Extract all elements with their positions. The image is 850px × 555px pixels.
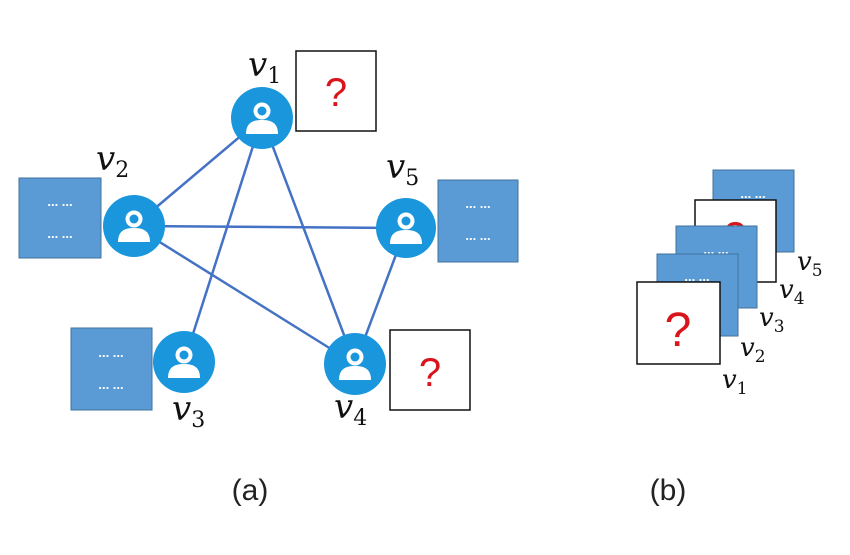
- attr-v4-text: ?: [419, 351, 441, 395]
- node-v1: [231, 87, 293, 149]
- card-label-v4: v4: [779, 275, 805, 309]
- attr-box-v1: ?: [295, 50, 377, 132]
- attr-box-v2: ... ... ... ...: [18, 177, 102, 259]
- attr-box-v5: ... ... ... ...: [437, 179, 519, 263]
- node-v4: [324, 333, 386, 395]
- edge-v2-v4: [133, 224, 356, 366]
- node-label-v1: v1: [248, 45, 281, 89]
- card-v2-text: ... ...: [684, 269, 709, 284]
- panel-b: ... ... ? ... ... ... ... ? v5 v4 v3 v2 …: [636, 169, 823, 507]
- attr-box-v3: ... ... ... ...: [70, 327, 153, 411]
- panel-a: ? ... ... ... ... ... ... ... ... ... ..…: [18, 45, 519, 507]
- attr-v2-line2: ... ...: [47, 226, 72, 241]
- node-label-v4: v4: [334, 387, 367, 431]
- attr-v5-line1: ... ...: [465, 196, 490, 211]
- card-label-v1: v1: [722, 365, 748, 399]
- attr-v1-text: ?: [325, 71, 347, 115]
- attr-v5-line2: ... ...: [465, 228, 490, 243]
- node-v2: [103, 195, 165, 257]
- card-label-v3: v3: [759, 303, 785, 337]
- card-label-v5: v5: [797, 247, 823, 281]
- node-label-v3: v3: [172, 389, 205, 433]
- edge-v1-v4: [260, 117, 357, 365]
- user-icon: [118, 210, 150, 242]
- attr-v3-line1: ... ...: [98, 345, 123, 360]
- card-v1-text: ?: [665, 304, 692, 357]
- node-label-v5: v5: [386, 147, 419, 191]
- attr-v3-line2: ... ...: [98, 377, 123, 392]
- caption-b: (b): [650, 474, 687, 507]
- edge-v1-v3: [182, 117, 264, 363]
- attr-box-v4: ?: [389, 329, 471, 411]
- node-v5: [376, 198, 436, 258]
- card-v5-text: ... ...: [740, 186, 765, 201]
- node-v3: [153, 331, 215, 393]
- node-label-v2: v2: [96, 139, 129, 183]
- card-v1: ?: [636, 281, 721, 365]
- card-v3-text: ... ...: [703, 242, 728, 257]
- edge-v2-v5: [133, 224, 407, 230]
- edges: [133, 117, 408, 366]
- caption-a: (a): [232, 474, 269, 507]
- card-label-v2: v2: [740, 333, 766, 367]
- attr-v2-line1: ... ...: [47, 194, 72, 209]
